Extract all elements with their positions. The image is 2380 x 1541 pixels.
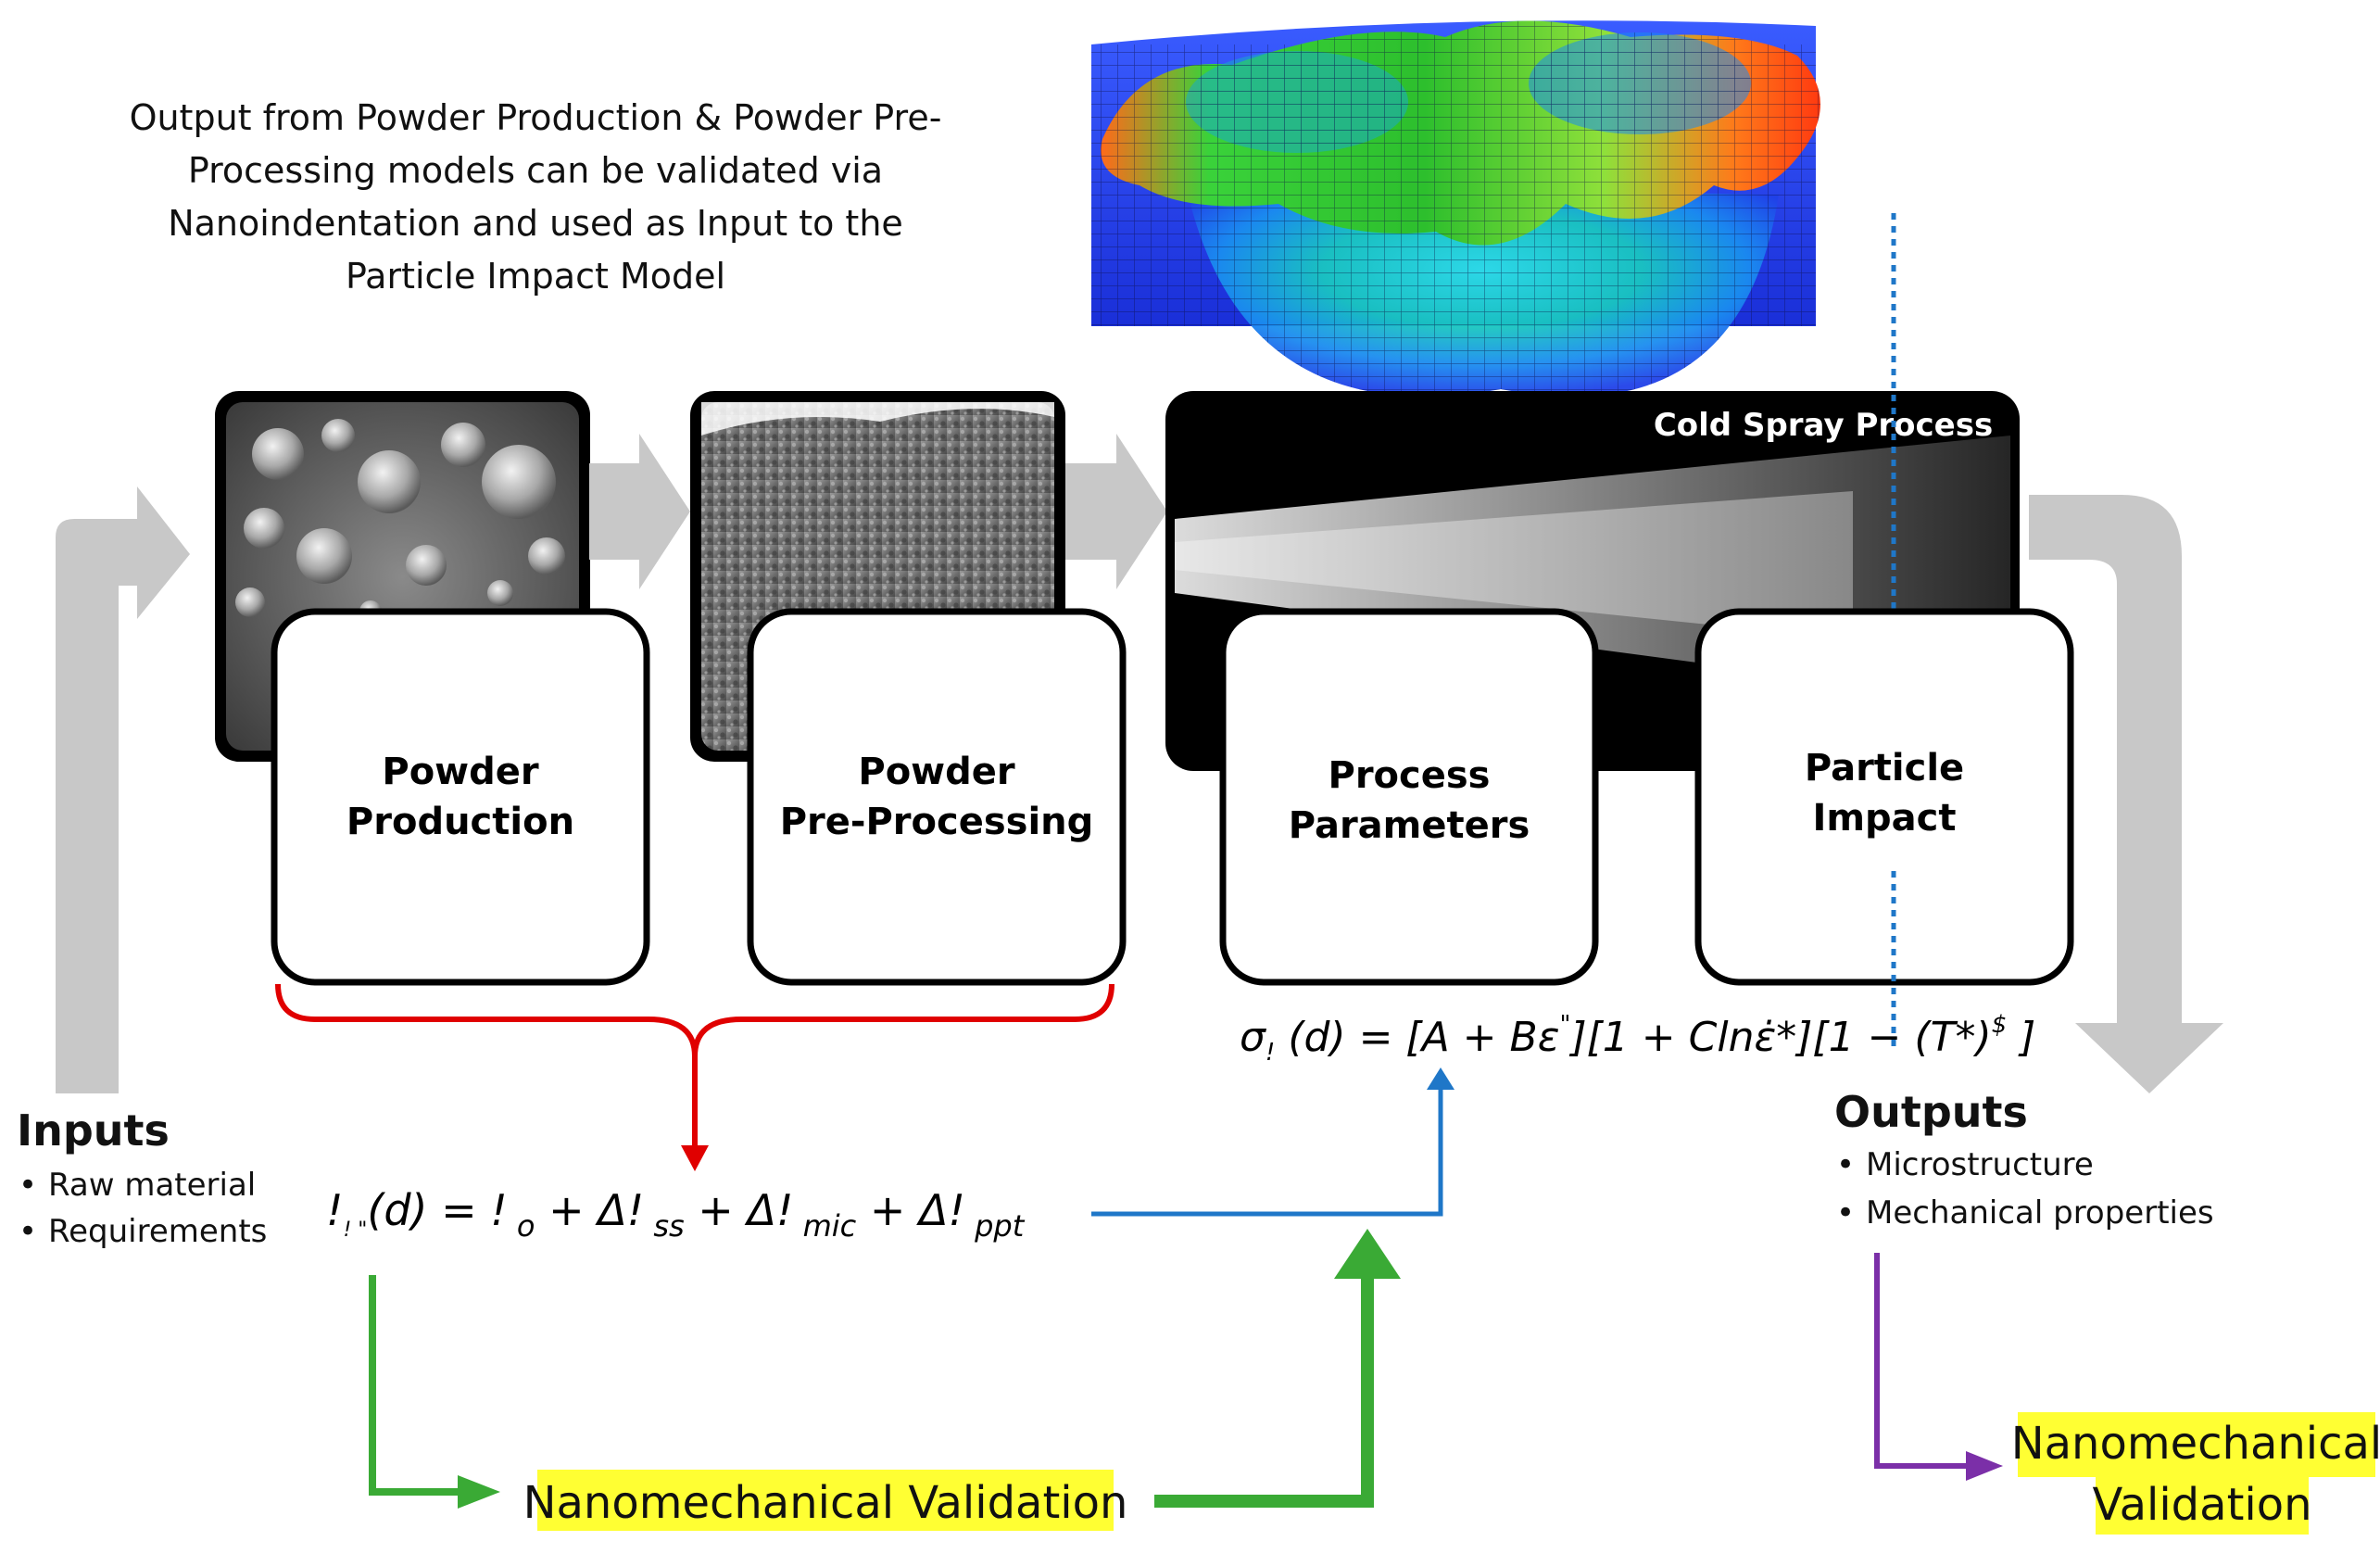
box-particle-impact-line2: Impact: [1812, 797, 1956, 840]
blue-link-arrowhead: [1427, 1067, 1454, 1090]
johnson-cook-equation: σ! (d) = [A + Bε"][1 + Clnε̇*][1 − (T*)$…: [1240, 1011, 2035, 1067]
note-line-1: Output from Powder Production & Powder P…: [130, 97, 942, 138]
blue-link-to-process: [1091, 1086, 1443, 1217]
purple-link: [1874, 1253, 1971, 1469]
inputs-item-2: Requirements: [48, 1213, 267, 1250]
box-particle-impact-line1: Particle: [1805, 747, 1964, 789]
box-powder-preprocessing-line2: Pre-Processing: [780, 801, 1094, 843]
purple-link-arrowhead: [1966, 1451, 2003, 1481]
box-process-parameters-line1: Process: [1329, 754, 1491, 797]
outputs-item-1: Microstructure: [1866, 1146, 2094, 1183]
box-powder-production-line2: Production: [346, 801, 574, 843]
flow-arrow-2: [1065, 434, 1167, 589]
validation-right-line2: Validation: [2092, 1479, 2311, 1531]
validation-left-label: Nanomechanical Validation: [523, 1477, 1128, 1529]
green-link-up: [1154, 1275, 1374, 1508]
inputs-title: Inputs: [17, 1105, 170, 1156]
box-process-parameters: Process Parameters: [1219, 608, 1599, 986]
green-link-arrowhead-up: [1334, 1229, 1401, 1279]
outputs-flow-arrow: [2029, 495, 2223, 1093]
red-brace-arrowhead: [681, 1145, 709, 1171]
box-powder-preprocessing: Powder Pre-Processing: [747, 608, 1127, 986]
outputs-item-2: Mechanical properties: [1866, 1194, 2214, 1232]
inputs-bullet-2: •: [19, 1213, 37, 1250]
inputs-bullet-1: •: [19, 1167, 37, 1204]
box-powder-production-line1: Powder: [382, 751, 539, 793]
validation-right-line1: Nanomechanical: [2011, 1418, 2380, 1470]
note-line-4: Particle Impact Model: [346, 256, 725, 297]
outputs-bullet-1: •: [1836, 1146, 1855, 1183]
box-process-parameters-line2: Parameters: [1289, 804, 1530, 847]
strength-sum-equation: !! "(d) = ! o + Δ! ss + Δ! mic + Δ! ppt: [326, 1185, 1026, 1244]
box-powder-production: Powder Production: [271, 608, 650, 986]
validation-left-highlight: [537, 1470, 1114, 1531]
cold-spray-label: Cold Spray Process: [1654, 407, 1993, 444]
box-powder-preprocessing-line1: Powder: [858, 751, 1015, 793]
note-line-2: Processing models can be validated via: [188, 150, 883, 191]
inputs-flow-arrow: [56, 486, 190, 1093]
flow-arrow-1: [589, 434, 690, 589]
inputs-item-1: Raw material: [48, 1167, 256, 1204]
green-link-arrowhead-right: [458, 1475, 500, 1509]
fem-simulation-image: [1091, 20, 1820, 398]
outputs-title: Outputs: [1834, 1087, 2028, 1137]
validation-note: Output from Powder Production & Powder P…: [130, 97, 942, 297]
red-brace: [275, 983, 1114, 1057]
outputs-bullet-2: •: [1836, 1194, 1855, 1232]
validation-right-highlight-1: [2018, 1412, 2375, 1477]
green-link-down: [369, 1275, 463, 1496]
box-particle-impact: Particle Impact: [1694, 608, 2074, 986]
note-line-3: Nanoindentation and used as Input to the: [168, 203, 903, 244]
validation-right-highlight-2: [2096, 1473, 2309, 1535]
